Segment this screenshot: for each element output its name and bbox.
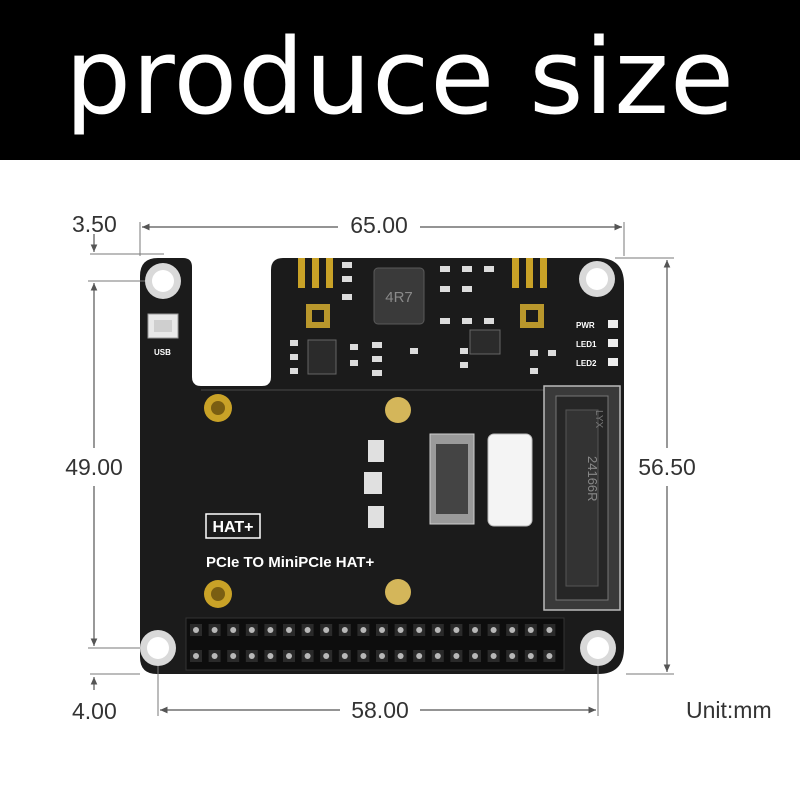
gpio-pin (211, 653, 218, 659)
dim-top-width: 65.00 (350, 212, 408, 238)
inductor: 4R7 (373, 267, 425, 325)
smd-components (290, 262, 556, 376)
gpio-pin (527, 653, 534, 659)
gpio-pin (323, 627, 330, 633)
gpio-pin (230, 653, 237, 659)
gpio-pin (397, 627, 404, 633)
mounting-hole-top-left (145, 263, 181, 299)
gpio-pin (416, 627, 423, 633)
regulator-chip (469, 329, 501, 355)
hat-badge-box (205, 513, 261, 539)
title-banner: produce size (0, 0, 800, 160)
fpc-connector (429, 433, 533, 527)
gpio-pin (211, 627, 218, 633)
pwr-label: PWR (576, 321, 595, 330)
gpio-pin (248, 653, 255, 659)
mounting-pad-top (385, 397, 411, 423)
gold-fingers-right (512, 258, 547, 288)
slot-marking: 24166R (585, 456, 600, 502)
gpio-pin (267, 627, 274, 633)
transistors (364, 440, 384, 528)
gpio-pin (323, 653, 330, 659)
gpio-pin (193, 627, 199, 633)
mounting-hole-bottom-right (580, 630, 616, 666)
gpio-pin (267, 653, 274, 659)
usb-connector: USB (147, 313, 179, 357)
gpio-pin (434, 653, 441, 659)
gpio-pin (490, 627, 497, 633)
dim-left-height: 49.00 (65, 454, 123, 480)
pcb-outline (140, 258, 624, 674)
gpio-pin (304, 627, 311, 633)
dim-bottom-width: 58.00 (351, 697, 409, 723)
gpio-header (185, 617, 565, 671)
banner-title: produce size (65, 16, 735, 138)
mounting-hole-top-right (579, 261, 615, 297)
standoff-bottom-left (204, 580, 232, 608)
dim-right-height: 56.50 (638, 454, 696, 480)
gpio-pin (360, 653, 367, 659)
gpio-pin (453, 653, 460, 659)
led1 (608, 339, 618, 347)
mounting-pad-bottom (385, 579, 411, 605)
gpio-pin (416, 653, 423, 659)
minipcie-slot: LYX 24166R (543, 385, 621, 611)
led1-label: LED1 (576, 340, 597, 349)
gpio-pin (509, 627, 516, 633)
gpio-pin (248, 627, 255, 633)
slot-brand: LYX (593, 410, 604, 428)
gpio-pin (360, 627, 367, 633)
gpio-pin (490, 653, 497, 659)
gpio-pin (472, 627, 478, 633)
gpio-pin (379, 653, 385, 659)
gpio-pin (341, 653, 348, 659)
status-leds: PWR LED1 LED2 (576, 320, 618, 368)
led2 (608, 358, 618, 366)
dim-bottom-offset: 4.00 (72, 698, 117, 724)
gpio-pin (546, 627, 553, 633)
gpio-pin (286, 653, 292, 659)
pwr-led (608, 320, 618, 328)
product-name: PCIe TO MiniPCIe HAT+ (206, 554, 374, 571)
pcb-board: USB 4R7 (140, 258, 624, 674)
inductor-label: 4R7 (385, 289, 413, 306)
gpio-pin (546, 653, 553, 659)
standoff-top-left (204, 394, 232, 422)
gpio-pin (434, 627, 441, 633)
gpio-pin (472, 653, 478, 659)
gpio-pin (193, 653, 199, 659)
gpio-pin (453, 627, 460, 633)
gpio-pin (286, 627, 292, 633)
ic-chip (307, 339, 337, 375)
mounting-hole-bottom-left (140, 630, 176, 666)
hat-badge: HAT+ (212, 519, 253, 536)
gpio-pin (341, 627, 348, 633)
led2-label: LED2 (576, 359, 597, 368)
gpio-pin (397, 653, 404, 659)
unit-label: Unit:mm (686, 697, 772, 723)
usb-label: USB (154, 348, 171, 357)
gpio-pin (527, 627, 534, 633)
gpio-pin (379, 627, 385, 633)
gold-fingers-left (298, 258, 333, 288)
dim-top-offset: 3.50 (72, 211, 117, 237)
gpio-pin (509, 653, 516, 659)
gpio-pin (304, 653, 311, 659)
dimension-lines (88, 222, 674, 716)
gpio-pin (230, 627, 237, 633)
